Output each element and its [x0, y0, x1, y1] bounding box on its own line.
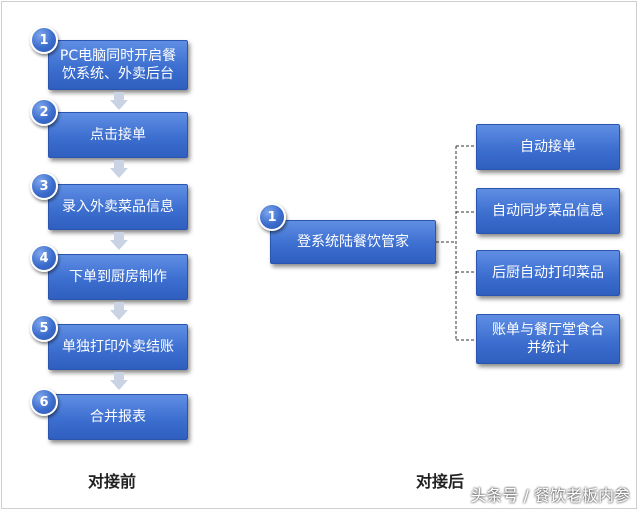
down-arrow-icon [110, 232, 128, 250]
watermark-text: 头条号 / 餐饮老板内参 [470, 486, 630, 505]
before-step-3-badge: 3 [30, 172, 58, 200]
after-item-2-label: 自动同步菜品信息 [492, 203, 604, 219]
after-item-2-box: 自动同步菜品信息 [476, 188, 620, 234]
before-step-6-badge: 6 [30, 388, 58, 416]
before-step-2-label: 点击接单 [90, 127, 146, 143]
after-item-4-box: 账单与餐厅堂食合 并统计 [476, 314, 620, 364]
after-item-4-line1: 账单与餐厅堂食合 [492, 322, 604, 338]
before-step-2-badge: 2 [30, 98, 58, 126]
before-step-1-line1: PC电脑同时开启餐 [59, 48, 177, 64]
down-arrow-icon [110, 92, 128, 110]
before-step-4-badge: 4 [30, 244, 58, 272]
before-step-3-label: 录入外卖菜品信息 [62, 199, 174, 215]
after-item-4-line2: 并统计 [527, 340, 569, 356]
before-step-4-label: 下单到厨房制作 [69, 269, 167, 285]
after-item-1-box: 自动接单 [476, 124, 620, 170]
before-step-6-label: 合并报表 [90, 409, 146, 425]
down-arrow-icon [110, 372, 128, 390]
before-step-3-box: 录入外卖菜品信息 [48, 184, 188, 230]
after-start-badge: 1 [258, 203, 286, 231]
before-step-1-line2: 饮系统、外卖后台 [62, 66, 174, 82]
after-item-3-box: 后厨自动打印菜品 [476, 250, 620, 296]
down-arrow-icon [110, 302, 128, 320]
after-item-1-label: 自动接单 [520, 139, 576, 155]
before-step-1-badge: 1 [30, 26, 58, 54]
before-step-5-label: 单独打印外卖结账 [62, 339, 174, 355]
down-arrow-icon [110, 160, 128, 178]
before-step-5-box: 单独打印外卖结账 [48, 324, 188, 370]
before-step-2-box: 点击接单 [48, 112, 188, 158]
after-caption: 对接后 [416, 472, 465, 491]
before-step-1-box: PC电脑同时开启餐 饮系统、外卖后台 [48, 40, 188, 90]
before-step-5-badge: 5 [30, 314, 58, 342]
after-start-box: 登系统陆餐饮管家 [270, 220, 436, 264]
before-step-4-box: 下单到厨房制作 [48, 254, 188, 300]
after-item-3-label: 后厨自动打印菜品 [492, 265, 604, 281]
after-start-label: 登系统陆餐饮管家 [297, 234, 409, 250]
before-step-6-box: 合并报表 [48, 394, 188, 440]
before-caption: 对接前 [88, 472, 137, 491]
